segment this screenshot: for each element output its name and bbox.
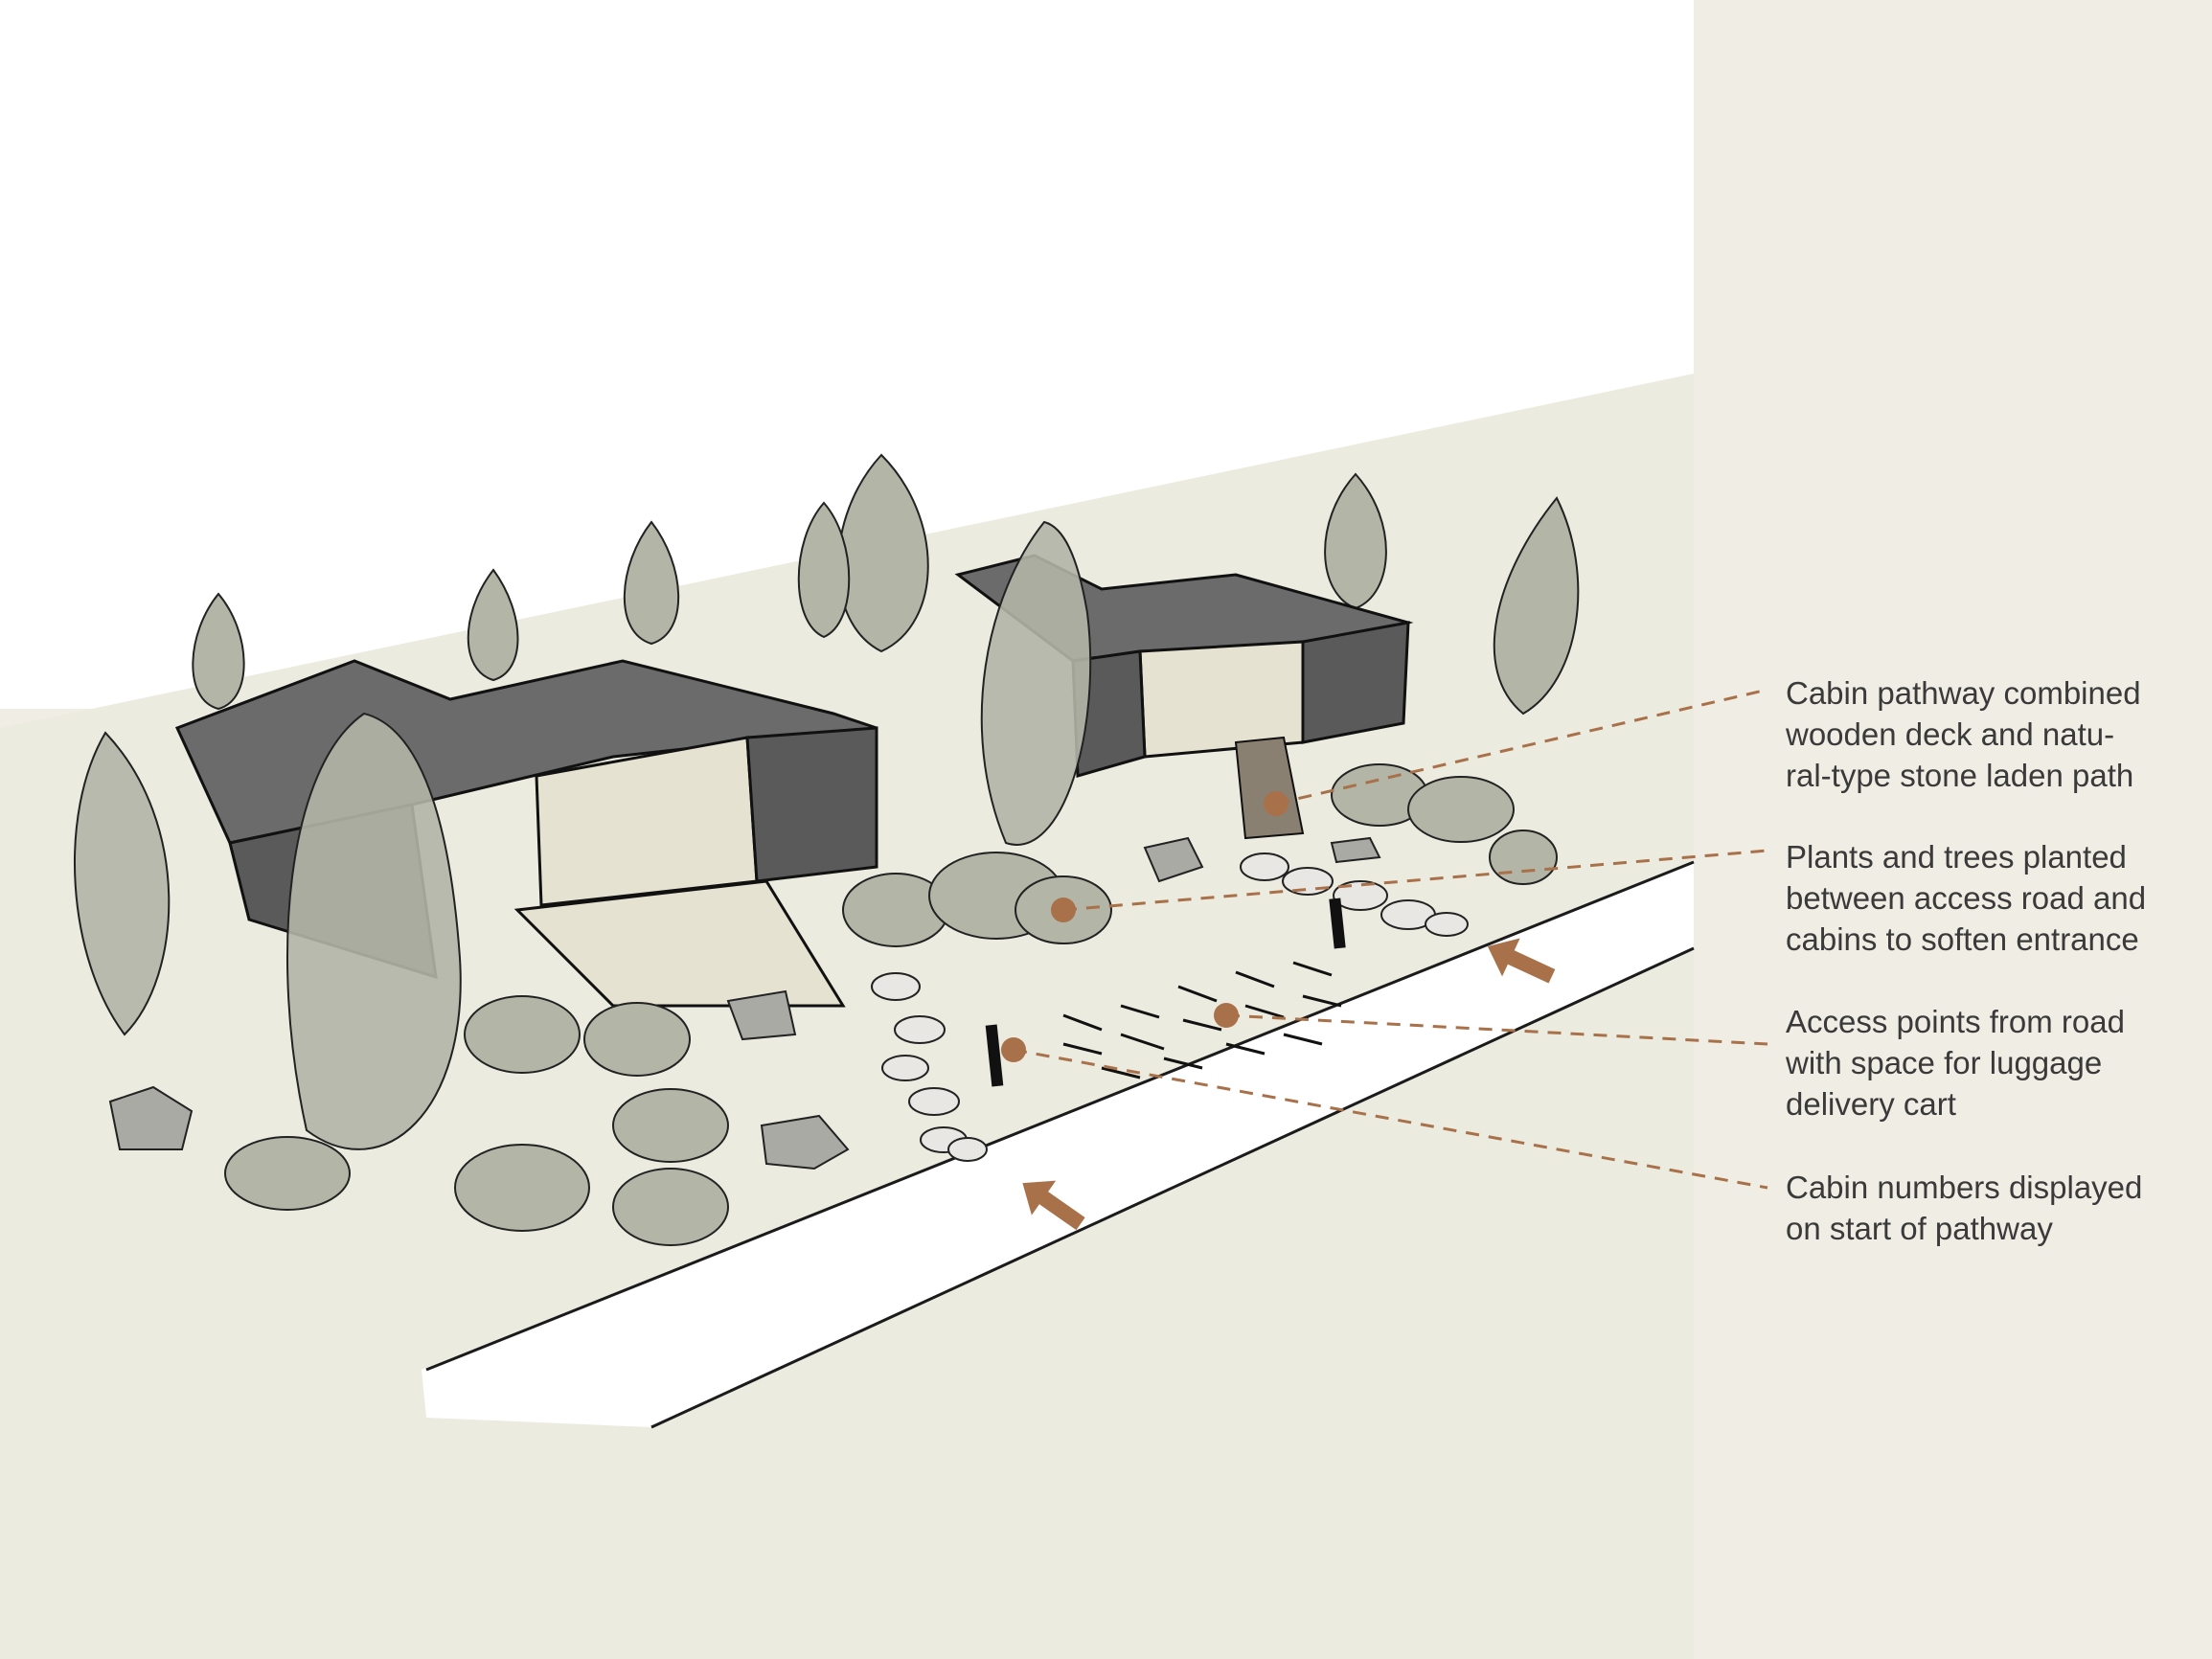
callout-line: between access road and: [1786, 877, 2198, 919]
callout-line: cabins to soften entrance: [1786, 919, 2198, 960]
callout-marker-icon: [1001, 1037, 1026, 1062]
callout-line: Cabin numbers displayed: [1786, 1167, 2198, 1208]
callout-cabin-numbers: Cabin numbers displayed on start of path…: [1786, 1167, 2198, 1249]
callout-access-points: Access points from road with space for l…: [1786, 1001, 2198, 1125]
callout-marker-icon: [1214, 1003, 1239, 1028]
callout-line: ral-type stone laden path: [1786, 755, 2198, 796]
callout-marker-icon: [1264, 791, 1288, 816]
callout-line: Cabin pathway combined: [1786, 672, 2198, 714]
callout-pathway: Cabin pathway combined wooden deck and n…: [1786, 672, 2198, 796]
cabin-right-wall-right: [1303, 623, 1408, 742]
callout-line: delivery cart: [1786, 1083, 2198, 1125]
callout-plants: Plants and trees planted between access …: [1786, 836, 2198, 960]
callout-marker-icon: [1051, 898, 1076, 922]
cabin-left-wall-right: [747, 728, 877, 881]
callout-line: with space for luggage: [1786, 1042, 2198, 1083]
callout-line: Plants and trees planted: [1786, 836, 2198, 877]
callout-line: on start of pathway: [1786, 1208, 2198, 1249]
callout-line: Access points from road: [1786, 1001, 2198, 1042]
callout-line: wooden deck and natu-: [1786, 714, 2198, 755]
